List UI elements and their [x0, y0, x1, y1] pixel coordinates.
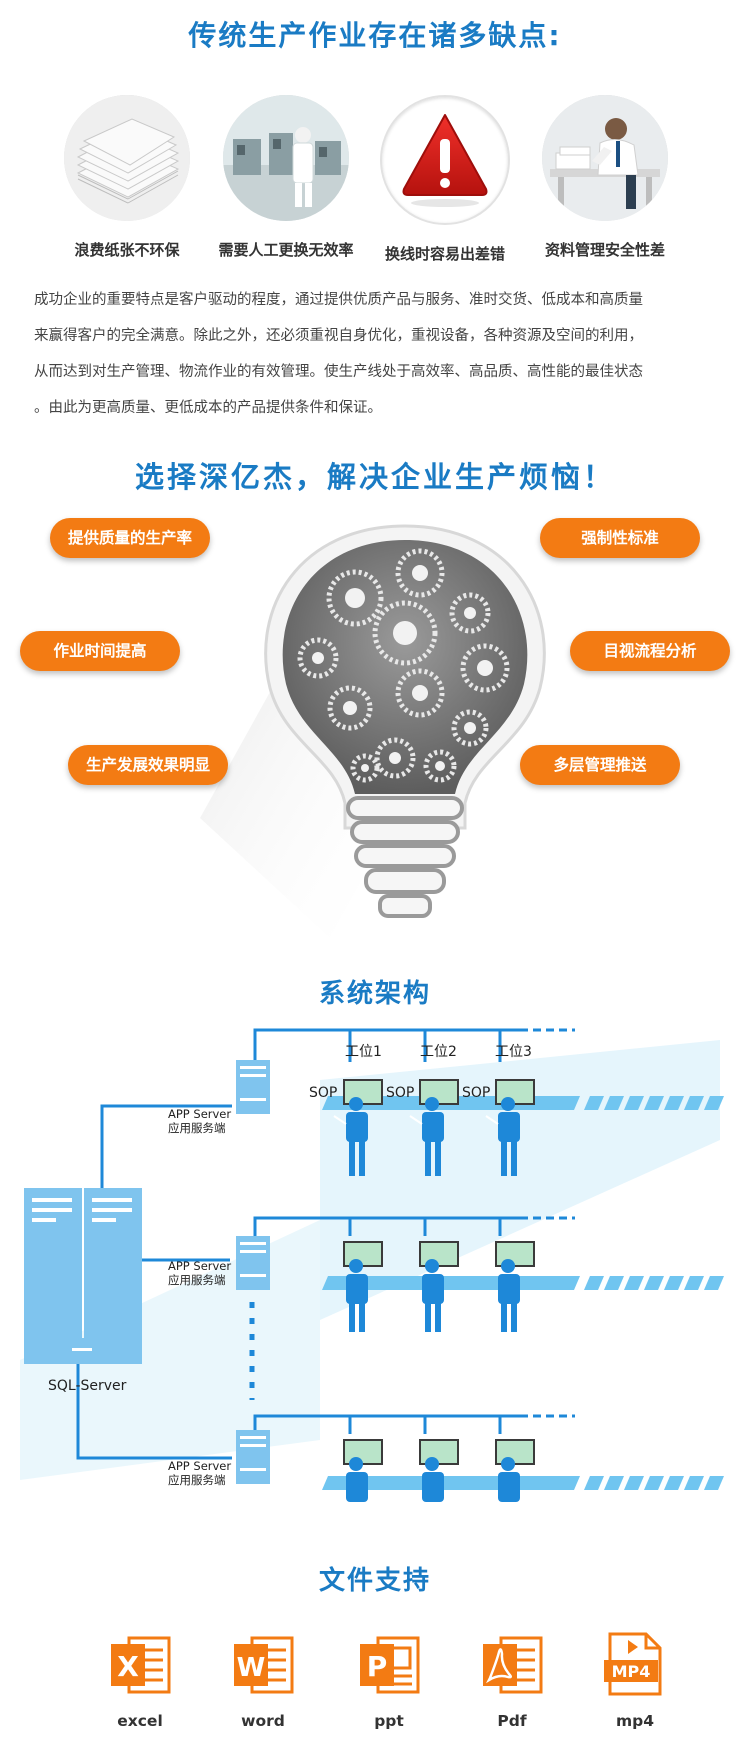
drawback-label: 浪费纸张不环保 — [74, 241, 180, 259]
file-word: W word — [218, 1630, 308, 1730]
network-lines: 工位1 工位2 工位3 SOP SOP SOP APP Server 应用服务端… — [20, 1028, 724, 1502]
app-server-label: APP Server — [168, 1259, 231, 1273]
file-label: word — [241, 1712, 285, 1730]
sop-label: SOP — [386, 1085, 414, 1101]
file-label: ppt — [374, 1712, 404, 1730]
drawback-label: 资料管理安全性差 — [544, 241, 665, 259]
gear-bulb-illustration — [200, 524, 546, 938]
ppt-letter: P — [367, 1650, 388, 1683]
drawback-manual: 需要人工更换无效率 — [201, 95, 371, 260]
file-label: excel — [117, 1712, 163, 1730]
station-label: 工位2 — [420, 1044, 457, 1060]
intro-line: 。由此为更高质量、更低成本的产品提供条件和保证。 — [34, 400, 382, 416]
drawback-line-change: 换线时容易出差错 — [360, 95, 530, 264]
benefit-pill-left-3: 生产发展效果明显 — [68, 745, 228, 785]
file-formats: X excel W word P ppt Pdf — [0, 1630, 750, 1750]
drawback-data-security: 资料管理安全性差 — [520, 95, 690, 260]
drawbacks-title: 传统生产作业存在诸多缺点: — [188, 19, 562, 52]
drawbacks-row: 浪费纸张不环保 需要人工更换无效率 — [0, 95, 750, 265]
drawback-label: 换线时容易出差错 — [384, 245, 505, 263]
file-pdf: Pdf — [467, 1630, 557, 1730]
stressed-office-worker-icon — [542, 95, 668, 221]
mp4-icon: MP4 — [604, 1632, 662, 1696]
ppt-icon: P — [360, 1636, 420, 1694]
drawback-label: 需要人工更换无效率 — [218, 241, 354, 259]
benefit-pill-left-2: 作业时间提高 — [20, 631, 180, 671]
solution-title: 选择深亿杰，解决企业生产烦恼！ — [134, 460, 615, 494]
station-label: 工位1 — [345, 1044, 382, 1060]
factory-worker-icon — [223, 95, 349, 221]
sop-label: SOP — [309, 1085, 337, 1101]
architecture-title: 系统架构 — [318, 979, 431, 1009]
paper-stack-icon — [64, 95, 190, 221]
file-label: Pdf — [497, 1712, 527, 1730]
sql-server-label: SQL-Server — [48, 1378, 127, 1394]
file-excel: X excel — [95, 1630, 185, 1730]
app-server-label: APP Server — [168, 1107, 231, 1121]
station-label: 工位3 — [495, 1044, 532, 1060]
word-letter: W — [237, 1653, 266, 1683]
intro-line: 从而达到对生产管理、物流作业的有效管理。使生产线处于高效率、高品质、高性能的最佳… — [34, 364, 643, 380]
drawback-paper: 浪费纸张不环保 — [42, 95, 212, 260]
benefit-pill-right-1: 强制性标准 — [540, 518, 700, 558]
benefit-pill-right-2: 目视流程分析 — [570, 631, 730, 671]
excel-icon: X — [111, 1636, 171, 1694]
architecture-diagram: 工位1 工位2 工位3 SOP SOP SOP APP Server 应用服务端… — [0, 1020, 750, 1520]
benefit-pill-right-3: 多层管理推送 — [520, 745, 680, 785]
warning-icon — [380, 95, 510, 225]
intro-line: 成功企业的重要特点是客户驱动的程度，通过提供优质产品与服务、准时交货、低成本和高… — [34, 292, 643, 308]
sop-label: SOP — [462, 1085, 490, 1101]
files-title: 文件支持 — [318, 1566, 431, 1596]
file-ppt: P ppt — [344, 1630, 434, 1730]
word-icon: W — [234, 1636, 294, 1694]
app-server-cn-label: 应用服务端 — [168, 1473, 226, 1487]
app-server-label: APP Server — [168, 1459, 231, 1473]
file-mp4: MP4 mp4 — [590, 1630, 680, 1730]
benefits-area: 提供质量的生产率 作业时间提高 生产发展效果明显 强制性标准 目视流程分析 多层… — [0, 518, 750, 958]
excel-letter: X — [117, 1650, 139, 1683]
mp4-letter: MP4 — [612, 1662, 651, 1681]
intro-paragraph: 成功企业的重要特点是客户驱动的程度，通过提供优质产品与服务、准时交货、低成本和高… — [34, 282, 724, 426]
file-label: mp4 — [615, 1712, 655, 1730]
app-server-cn-label: 应用服务端 — [168, 1273, 226, 1287]
app-server-cn-label: 应用服务端 — [168, 1121, 226, 1135]
benefit-pill-left-1: 提供质量的生产率 — [50, 518, 210, 558]
pdf-icon — [483, 1636, 543, 1694]
intro-line: 来赢得客户的完全满意。除此之外，还必须重视自身优化，重视设备，各种资源及空间的利… — [34, 328, 643, 344]
